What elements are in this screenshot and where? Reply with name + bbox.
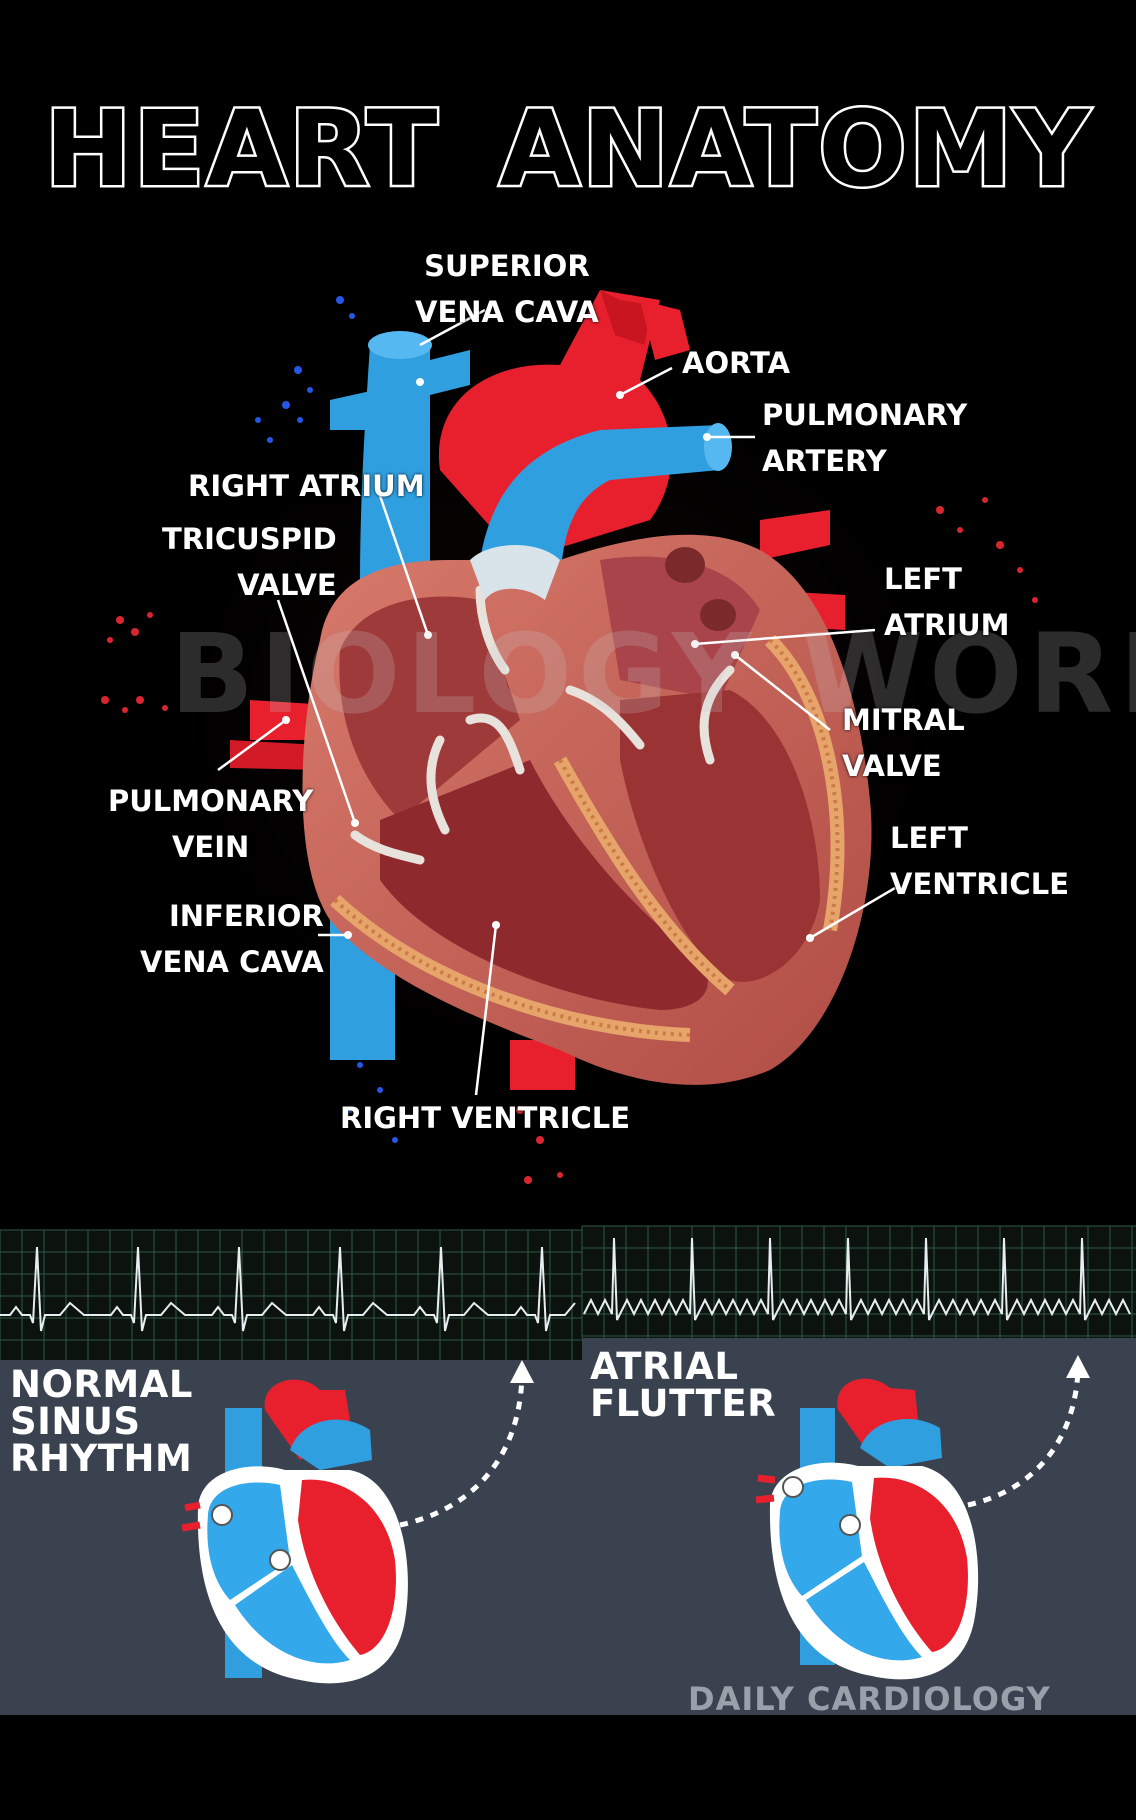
label-right-ventricle: RIGHT VENTRICLE <box>340 1101 631 1135</box>
label-right-atrium: RIGHT ATRIUM <box>188 469 425 503</box>
label-superior-vena-cava: SUPERIOR VENA CAVA <box>415 249 599 329</box>
brand-daily-cardiology: DAILY CARDIOLOGY <box>688 1680 1051 1718</box>
label-left-atrium: LEFT ATRIUM <box>884 562 1010 642</box>
label-pulmonary-artery: PULMONARY ARTERY <box>762 398 968 478</box>
label-mitral-valve: MITRAL VALVE <box>842 703 965 783</box>
label-tricuspid-valve: TRICUSPID VALVE <box>162 522 337 602</box>
label-inferior-vena-cava: INFERIOR VENA CAVA <box>140 899 324 979</box>
label-left-ventricle: LEFT VENTRICLE <box>890 821 1069 901</box>
vessels <box>230 290 845 1090</box>
right-ecg-bg <box>582 1226 1136 1338</box>
arrow-normal <box>399 1374 525 1528</box>
leader-lines <box>217 308 896 1096</box>
label-aorta: AORTA <box>682 346 791 380</box>
heart-body <box>302 534 872 1085</box>
ecg-trace-normal-sinus <box>0 1246 576 1332</box>
page-title: HEART ANATOMY <box>0 86 1136 213</box>
label-pulmonary-vein: PULMONARY VEIN <box>108 784 314 864</box>
label-normal-sinus-rhythm: NORMAL SINUS RHYTHM <box>10 1363 193 1480</box>
label-atrial-flutter: ATRIAL FLUTTER <box>590 1345 777 1425</box>
title-word-heart: HEART <box>42 86 440 213</box>
mini-heart-normal <box>181 1379 408 1684</box>
arrow-head-normal <box>510 1360 534 1383</box>
arrow-head-flutter <box>1066 1355 1090 1378</box>
title-word-anatomy: ANATOMY <box>497 86 1092 213</box>
ecg-grids <box>0 1225 1136 1360</box>
leader-dots <box>282 378 814 942</box>
arrow-flutter <box>967 1369 1081 1508</box>
ecg-trace-atrial-flutter <box>583 1237 1131 1321</box>
mini-heart-flutter <box>755 1378 979 1680</box>
watermark: BIOLOGY WORLD <box>170 610 1136 738</box>
bottom-panels <box>0 1225 1136 1715</box>
heart-illustration <box>90 290 1038 1184</box>
